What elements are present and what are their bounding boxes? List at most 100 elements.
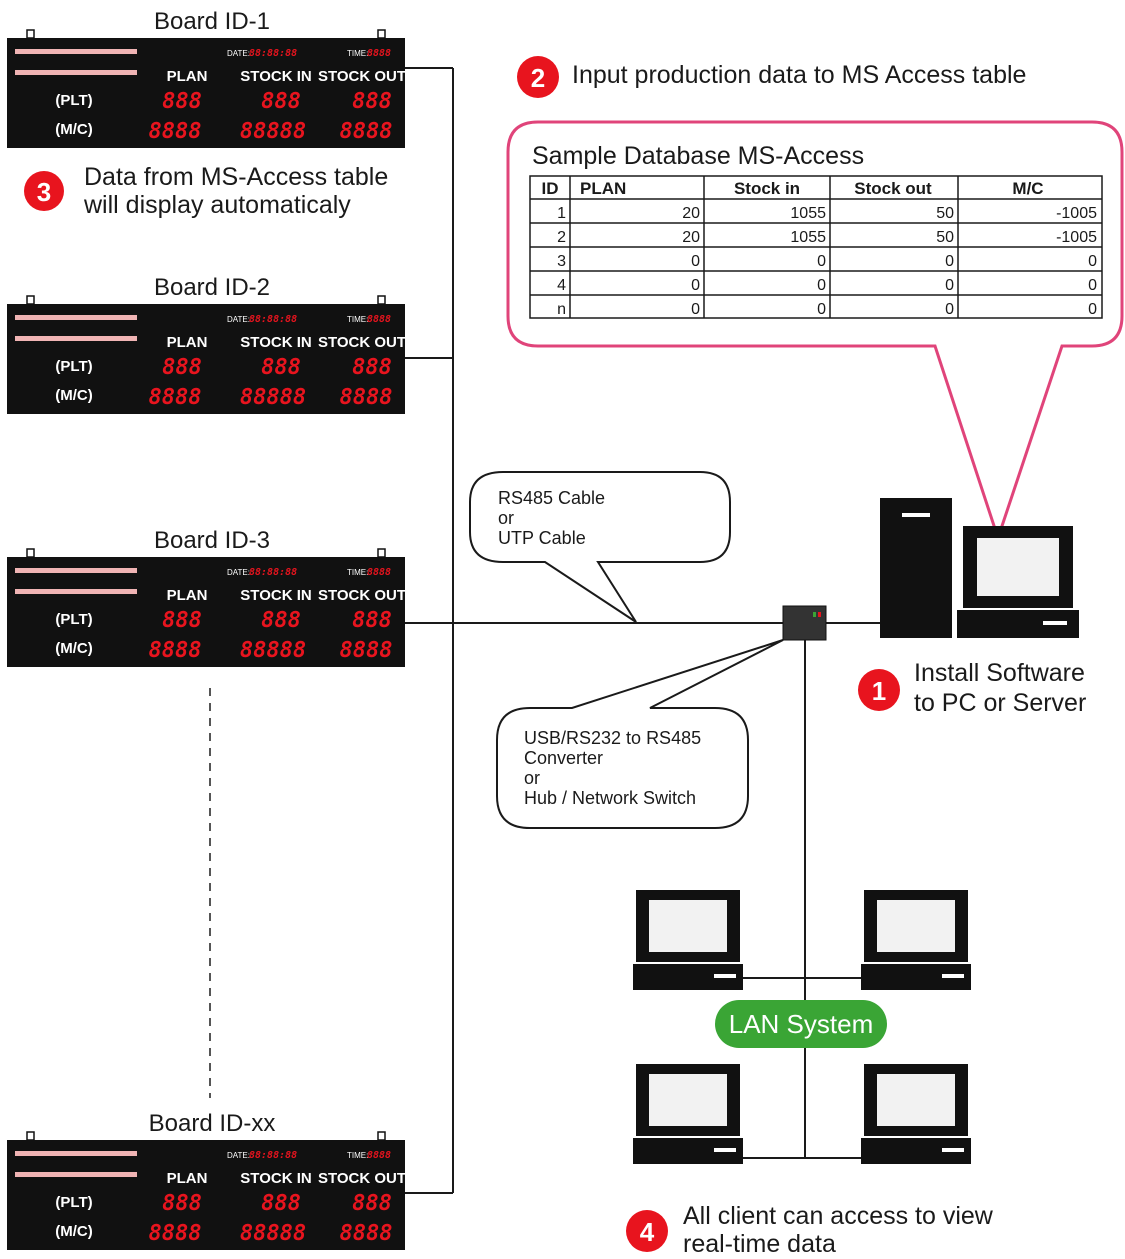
plt-in-digits: 888 (261, 1191, 301, 1216)
board-hook-left (26, 1131, 35, 1141)
table-cell: 1 (557, 205, 566, 222)
table-cell: 0 (691, 253, 700, 270)
board-title: Board ID-1 (154, 8, 270, 35)
database-title: Sample Database MS-Access (532, 142, 864, 170)
client-pc-icon (633, 1064, 743, 1164)
col-plan-header: PLAN (167, 334, 208, 351)
step-3-number: 3 (37, 177, 51, 207)
callout-bubble (506, 120, 1124, 543)
client-pc-icon (633, 890, 743, 990)
table-cell: 0 (1088, 301, 1097, 318)
col-stock-out-header: STOCK OUT (318, 334, 406, 351)
col-plan-header: PLAN (167, 68, 208, 85)
mc-out-digits: 8888 (340, 119, 393, 144)
plt-plan-digits: 888 (162, 608, 202, 633)
step-3-badge (24, 171, 64, 211)
table-cell: 0 (691, 301, 700, 318)
step-3-note: 3 Data from MS-Access table will display… (24, 163, 388, 219)
database-callout: Sample Database MS-Access ID PLAN Stock … (506, 120, 1124, 543)
mc-plan-digits: 8888 (149, 119, 202, 144)
led-board-panel (7, 557, 405, 667)
time-label: TIME: (347, 1151, 368, 1160)
table-cell: -1005 (1056, 229, 1097, 246)
col-stock-in-header: STOCK IN (240, 587, 311, 604)
lan-system-label: LAN System (729, 1009, 874, 1039)
table-cell: 2 (557, 229, 566, 246)
converter-line-2: Converter (524, 748, 603, 768)
scroll-strip-top (15, 49, 137, 54)
table-row: 4 0 0 0 0 (557, 277, 1097, 294)
scroll-strip-bottom (15, 336, 137, 341)
converter-line-4: Hub / Network Switch (524, 788, 696, 808)
row-plt-label: (PLT) (55, 92, 92, 109)
scroll-strip-bottom (15, 589, 137, 594)
converter-line-1: USB/RS232 to RS485 (524, 728, 701, 748)
step-2-badge (517, 56, 559, 98)
row-mc-label: (M/C) (55, 640, 93, 657)
board-3: Board ID-3 DATE: 88:88:88 TIME: 8888 PLA… (7, 527, 406, 667)
plt-plan-digits: 888 (162, 355, 202, 380)
row-mc-label: (M/C) (55, 387, 93, 404)
col-plan-header: PLAN (167, 587, 208, 604)
cable-bubble (469, 471, 731, 623)
date-digits: 88:88:88 (249, 1150, 297, 1161)
table-row: 1 20 1055 50 -1005 (557, 205, 1097, 222)
step-2-number: 2 (531, 63, 545, 93)
col-stock-in-header: STOCK IN (240, 334, 311, 351)
plt-in-digits: 888 (261, 608, 301, 633)
table-cell: 4 (557, 277, 566, 294)
plt-plan-digits: 888 (162, 89, 202, 114)
plt-out-digits: 888 (352, 608, 392, 633)
table-header-id: ID (542, 179, 559, 198)
cable-line-1: RS485 Cable (498, 488, 605, 508)
mc-out-digits: 8888 (340, 638, 393, 663)
led-board-panel (7, 1140, 405, 1250)
scroll-strip-bottom (15, 70, 137, 75)
cable-line-3: UTP Cable (498, 528, 586, 548)
row-plt-label: (PLT) (55, 358, 92, 375)
plt-in-digits: 888 (261, 355, 301, 380)
col-plan-header: PLAN (167, 1170, 208, 1187)
time-digits: 8888 (367, 48, 391, 59)
plt-in-digits: 888 (261, 89, 301, 114)
step-4-line1: All client can access to view (683, 1202, 994, 1230)
mc-out-digits: 8888 (340, 385, 393, 410)
row-plt-label: (PLT) (55, 611, 92, 628)
table-row: n 0 0 0 0 (557, 301, 1097, 318)
step-4-number: 4 (640, 1217, 655, 1247)
converter-line-3: or (524, 768, 540, 788)
col-stock-in-header: STOCK IN (240, 68, 311, 85)
time-label: TIME: (347, 315, 368, 324)
table-cell: 0 (945, 253, 954, 270)
table-cell: 3 (557, 253, 566, 270)
time-label: TIME: (347, 49, 368, 58)
step-4-badge (626, 1210, 668, 1252)
table-cell: 20 (682, 205, 700, 222)
table-cell: 50 (936, 205, 954, 222)
date-label: DATE: (227, 1151, 250, 1160)
mc-out-digits: 8888 (340, 1221, 393, 1246)
step-2-text: Input production data to MS Access table (572, 61, 1026, 89)
led-board-panel (7, 304, 405, 414)
mc-in-digits: 88888 (240, 385, 306, 410)
mc-in-digits: 88888 (240, 638, 306, 663)
step-3-line1: Data from MS-Access table (84, 163, 388, 191)
board-1: Board ID-1 DATE: 88:88:88 TIME: 8888 PLA… (7, 8, 406, 148)
table-cell: 0 (1088, 277, 1097, 294)
plt-out-digits: 888 (352, 89, 392, 114)
board-title: Board ID-3 (154, 527, 270, 554)
scroll-strip-top (15, 1151, 137, 1156)
table-cell: 0 (817, 301, 826, 318)
step-1-line2: to PC or Server (914, 689, 1086, 717)
col-stock-in-header: STOCK IN (240, 1170, 311, 1187)
table-cell: 20 (682, 229, 700, 246)
step-2-note: 2 Input production data to MS Access tab… (517, 56, 1026, 98)
cable-callout: RS485 Cable or UTP Cable (469, 471, 731, 623)
table-cell: 0 (817, 277, 826, 294)
col-stock-out-header: STOCK OUT (318, 1170, 406, 1187)
board-hook-right (377, 1131, 386, 1141)
time-digits: 8888 (367, 1150, 391, 1161)
server-pc-icon (880, 498, 1079, 638)
step-1-number: 1 (872, 676, 886, 706)
